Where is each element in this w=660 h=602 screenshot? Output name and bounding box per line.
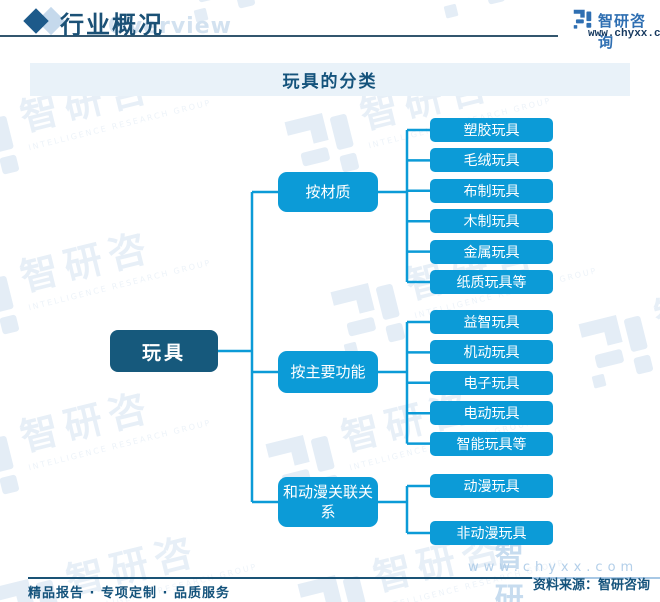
- leaf-node: 金属玩具: [430, 239, 553, 264]
- leaf-node: 纸质玩具等: [430, 270, 553, 294]
- leaf-node: 布制玩具: [430, 178, 553, 203]
- leaf-node: 智能玩具等: [430, 431, 553, 456]
- leaf-node: 电动玩具: [430, 401, 553, 426]
- leaf-node: 动漫玩具: [430, 474, 553, 498]
- leaf-node: 机动玩具: [430, 340, 553, 365]
- chart-title: 玩具的分类: [282, 72, 378, 92]
- chart-title-bar: 玩具的分类: [30, 63, 630, 96]
- leaf-node: 益智玩具: [430, 310, 553, 334]
- leaf-node: 电子玩具: [430, 370, 553, 395]
- root-node-toys: 玩具: [110, 330, 218, 372]
- leaf-node: 毛绒玩具: [430, 148, 553, 173]
- leaf-node: 木制玩具: [430, 209, 553, 234]
- branch-node: 和动漫关联关系: [278, 477, 378, 527]
- branch-node: 按材质: [278, 172, 378, 212]
- leaf-node: 非动漫玩具: [430, 521, 553, 545]
- branch-node: 按主要功能: [278, 351, 378, 393]
- leaf-node: 塑胶玩具: [430, 118, 553, 142]
